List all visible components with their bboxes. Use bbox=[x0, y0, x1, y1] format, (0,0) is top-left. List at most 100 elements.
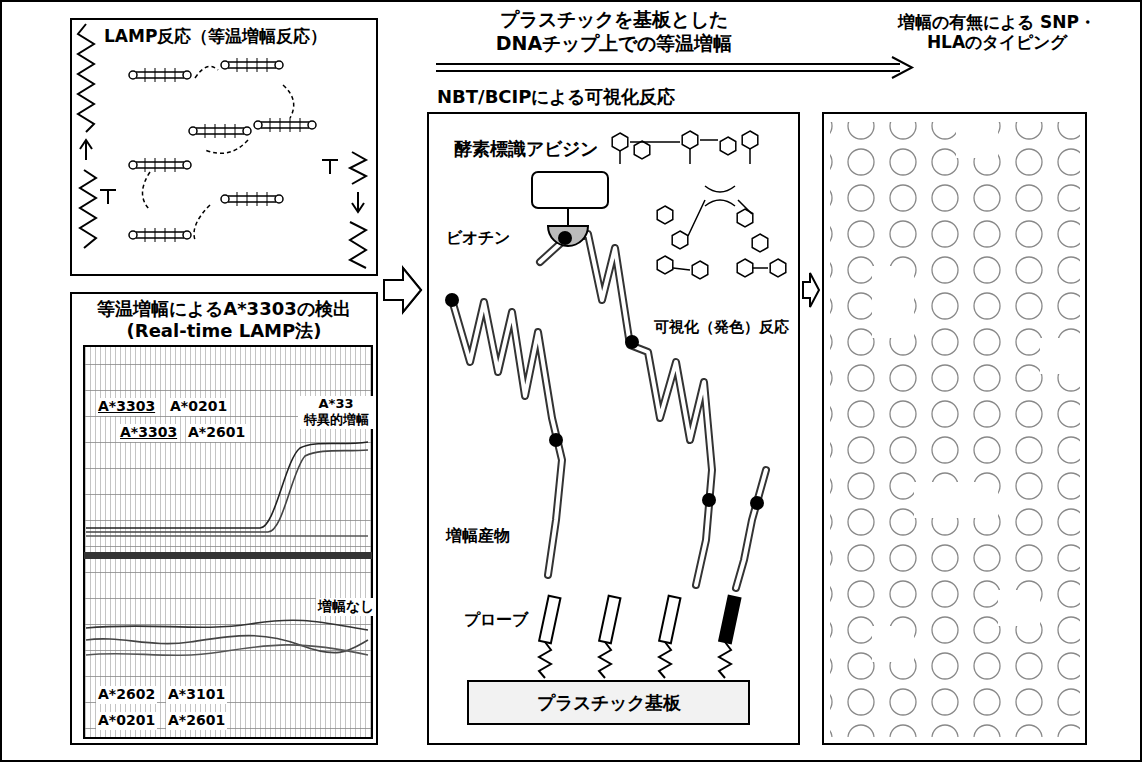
part-label: 増幅産物 bbox=[444, 526, 512, 546]
allele-label: A*2601 bbox=[166, 712, 227, 730]
flow-arrow bbox=[384, 268, 421, 312]
blank-spot bbox=[914, 482, 998, 518]
allele-label: A*0201 bbox=[96, 712, 157, 730]
dna-strand bbox=[78, 24, 94, 132]
arrow bbox=[80, 140, 92, 160]
probes bbox=[539, 596, 740, 678]
strand-outline bbox=[736, 470, 766, 588]
curve bbox=[86, 442, 368, 528]
dna-strand bbox=[350, 152, 366, 184]
allele-label: A*2602 bbox=[96, 686, 157, 704]
probe bbox=[539, 596, 560, 643]
flow-arrow bbox=[384, 268, 421, 312]
allele-label: A*0201 bbox=[168, 398, 229, 416]
allele-label: A*3303 bbox=[118, 424, 179, 442]
realtime-lamp-panel: 等温増幅によるA*3303の検出 (Real-time LAMP法) bbox=[70, 292, 378, 745]
node-heading: 増幅の有無による SNP・HLAのタイピング bbox=[890, 12, 1104, 53]
curve-note: 増幅なし bbox=[316, 598, 376, 616]
allele-label: A*3101 bbox=[166, 686, 227, 704]
node-heading: NBT/BCIPによる可視化反応 bbox=[437, 86, 797, 108]
dna-strand bbox=[80, 170, 96, 248]
arrow-head bbox=[892, 57, 912, 78]
node-heading: プラスチック基板 bbox=[537, 692, 681, 714]
allele-label: A*3303 bbox=[96, 398, 157, 416]
allele-label: A*2601 bbox=[186, 424, 247, 442]
enzyme-symbol bbox=[532, 172, 608, 208]
blank-spot bbox=[1040, 338, 1080, 374]
lamp-structure bbox=[129, 158, 191, 172]
probe bbox=[659, 596, 680, 643]
curve bbox=[86, 535, 368, 537]
spot-array bbox=[830, 122, 1080, 737]
ring bbox=[742, 131, 758, 149]
lamp-structure bbox=[221, 58, 283, 72]
ring bbox=[634, 141, 650, 159]
biotin-dot bbox=[625, 335, 639, 349]
biotin-dots bbox=[445, 231, 764, 510]
flow-arrow bbox=[803, 273, 819, 307]
lamp-structure bbox=[189, 124, 251, 138]
ring bbox=[682, 131, 698, 149]
lamp-structure bbox=[129, 68, 191, 82]
lamp-structure bbox=[129, 228, 191, 242]
strand-outline bbox=[540, 234, 712, 585]
blank-spot bbox=[872, 626, 914, 662]
ring bbox=[737, 259, 753, 277]
ring bbox=[657, 256, 673, 274]
missing-spots bbox=[872, 122, 1080, 662]
enzyme-link bbox=[567, 208, 569, 226]
lamp-illustration bbox=[78, 24, 366, 268]
bond-lines bbox=[620, 140, 768, 270]
probe-linker bbox=[599, 642, 611, 678]
probe bbox=[719, 596, 740, 643]
cycle-arrow bbox=[143, 66, 294, 240]
lamp-structure bbox=[221, 192, 283, 206]
avidin-symbol bbox=[548, 226, 588, 246]
ring bbox=[752, 234, 768, 252]
chart-divider bbox=[84, 552, 372, 559]
biotin-dot bbox=[445, 293, 459, 307]
ring bbox=[612, 133, 628, 151]
part-label: 可視化（発色）反応 bbox=[652, 318, 791, 337]
biotin-dot bbox=[702, 493, 716, 507]
probe-linker bbox=[659, 642, 671, 678]
curve-note: A*33 特異的増幅 bbox=[298, 396, 374, 429]
blank-spot bbox=[998, 590, 1040, 626]
part-label: 酵素標識アビジン bbox=[452, 138, 600, 161]
ring bbox=[692, 261, 708, 279]
dna-strand bbox=[350, 222, 366, 268]
lamp-panel: LAMP反応（等温増幅反応） bbox=[70, 18, 378, 276]
amplification-curves bbox=[86, 442, 368, 655]
part-label: ビオチン bbox=[444, 228, 512, 248]
ring bbox=[770, 259, 786, 277]
visualization-panel: NBT/BCIPによる可視化反応プラスチック基板 bbox=[427, 112, 800, 745]
ring bbox=[720, 137, 736, 155]
blank-spot bbox=[956, 122, 998, 158]
curve bbox=[86, 620, 368, 630]
curve bbox=[86, 450, 368, 532]
arrow bbox=[352, 192, 364, 212]
biotin-dot bbox=[750, 496, 764, 510]
strand-fill bbox=[736, 470, 766, 588]
curve bbox=[86, 645, 368, 655]
curve bbox=[86, 636, 368, 653]
plastic-substrate: プラスチック基板 bbox=[467, 680, 750, 725]
process-label: プラスチックを基板とした DNAチップ上での等温増幅 bbox=[462, 8, 766, 56]
process-arrow bbox=[436, 64, 900, 71]
part-label: プローブ bbox=[462, 610, 530, 630]
ring bbox=[672, 231, 688, 249]
biotin-dot bbox=[558, 231, 572, 245]
chemical-structure bbox=[612, 131, 786, 279]
lamp-structure bbox=[254, 118, 316, 132]
primer-symbol bbox=[100, 190, 116, 204]
probe-linker bbox=[719, 642, 731, 678]
blank-spot bbox=[872, 266, 914, 338]
strand-fill bbox=[540, 234, 712, 585]
ring bbox=[657, 206, 673, 224]
probe bbox=[599, 596, 620, 643]
node-heading: 等温増幅によるA*3303の検出 (Real-time LAMP法) bbox=[79, 298, 369, 341]
primer-symbol bbox=[322, 160, 338, 174]
